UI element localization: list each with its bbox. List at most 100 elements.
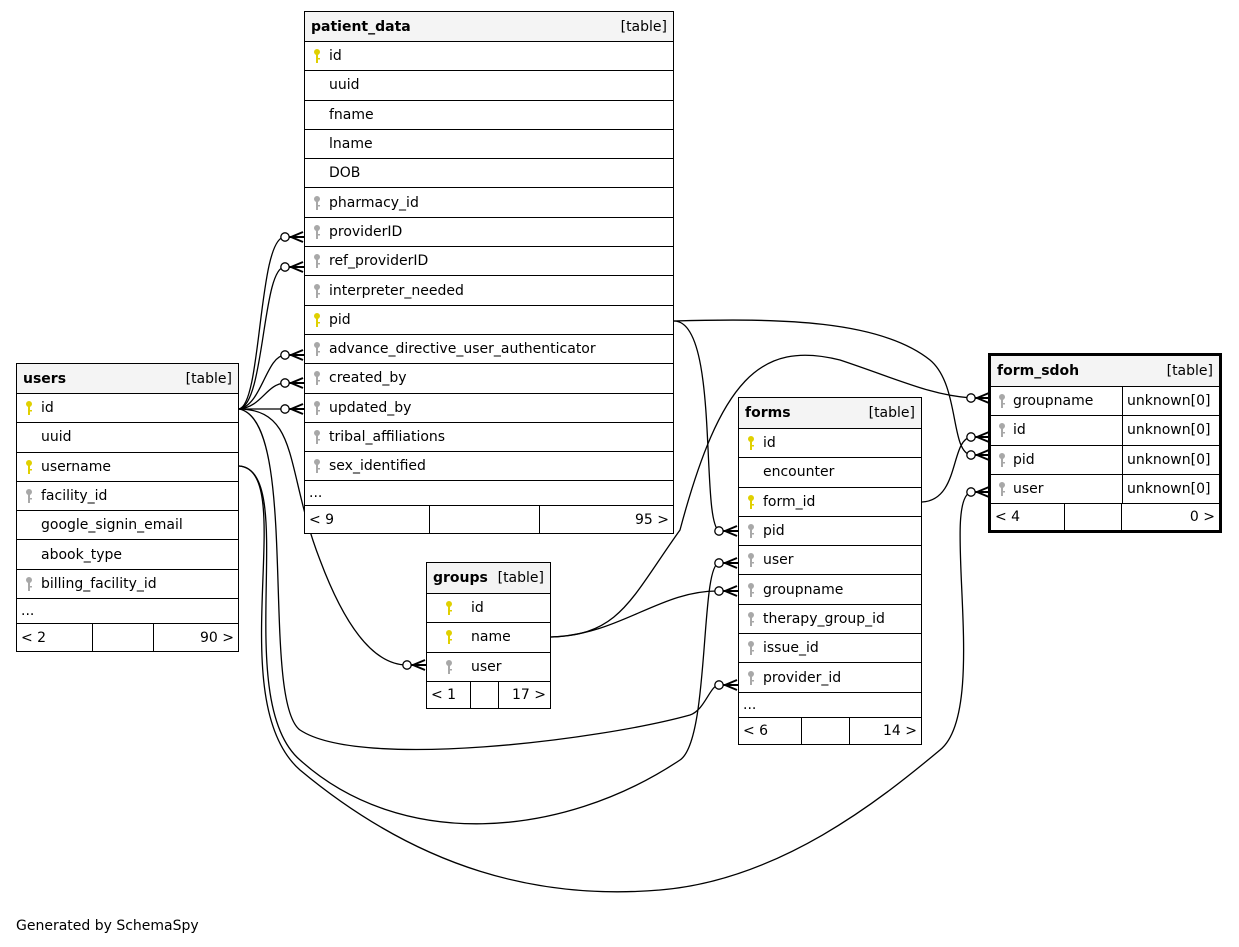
column-row-username[interactable]: username bbox=[17, 453, 238, 482]
parents-count[interactable]: < 2 bbox=[17, 624, 93, 652]
column-row-id[interactable]: id bbox=[739, 429, 921, 459]
primary-key-icon bbox=[739, 494, 763, 510]
column-name: interpreter_needed bbox=[329, 282, 464, 299]
column-row-id[interactable]: id bbox=[17, 394, 238, 424]
crows-foot-marker bbox=[723, 525, 738, 537]
column-row-uuid[interactable]: uuid bbox=[17, 423, 238, 453]
column-name: updated_by bbox=[329, 399, 412, 416]
column-row-DOB[interactable]: DOB bbox=[305, 159, 673, 189]
column-name: username bbox=[41, 458, 111, 475]
column-name: pid bbox=[1013, 451, 1035, 468]
column-row-ref_providerID[interactable]: ref_providerID bbox=[305, 247, 673, 277]
column-name: DOB bbox=[329, 165, 361, 182]
column-row-tribal_affiliations[interactable]: tribal_affiliations bbox=[305, 423, 673, 453]
table-footer: < 2 90 > bbox=[17, 624, 238, 652]
column-name: id bbox=[471, 600, 484, 617]
parents-count[interactable]: < 6 bbox=[739, 717, 802, 744]
table-name: form_sdoh bbox=[997, 363, 1080, 379]
foreign-key-icon bbox=[305, 253, 329, 269]
table-kind: [table] bbox=[185, 370, 232, 387]
column-name: pharmacy_id bbox=[329, 194, 419, 211]
parents-count[interactable]: < 1 bbox=[427, 681, 471, 708]
crows-foot-marker bbox=[289, 261, 304, 273]
column-name: therapy_group_id bbox=[763, 610, 885, 627]
table-kind: [table] bbox=[868, 405, 915, 421]
column-name: ref_providerID bbox=[329, 253, 429, 270]
column-name: advance_directive_user_authenticator bbox=[329, 341, 596, 358]
column-row-pharmacy_id[interactable]: pharmacy_id bbox=[305, 188, 673, 218]
column-row-facility_id[interactable]: facility_id bbox=[17, 482, 238, 512]
column-row-provider_id[interactable]: provider_id bbox=[739, 663, 921, 693]
children-count[interactable]: 0 > bbox=[1189, 509, 1215, 526]
column-row-id[interactable]: id bbox=[305, 42, 673, 72]
column-row-sex_identified[interactable]: sex_identified bbox=[305, 452, 673, 482]
foreign-key-icon bbox=[739, 670, 763, 686]
column-name: tribal_affiliations bbox=[329, 429, 446, 445]
children-count[interactable]: 90 > bbox=[200, 629, 234, 646]
table-name: patient_data bbox=[311, 18, 411, 35]
column-row-therapy_group_id[interactable]: therapy_group_id bbox=[739, 605, 921, 635]
column-row-encounter[interactable]: encounter bbox=[739, 458, 921, 488]
column-name: user bbox=[1013, 481, 1044, 498]
column-row-providerID[interactable]: providerID bbox=[305, 218, 673, 248]
column-row-updated_by[interactable]: updated_by bbox=[305, 394, 673, 423]
foreign-key-icon bbox=[991, 422, 1013, 438]
column-row-google_signin_email[interactable]: google_signin_email bbox=[17, 511, 238, 541]
parents-count[interactable]: < 9 bbox=[305, 506, 430, 534]
column-row-interpreter_needed[interactable]: interpreter_needed bbox=[305, 276, 673, 306]
column-name: facility_id bbox=[41, 488, 108, 505]
table-name: forms bbox=[745, 405, 791, 421]
children-count[interactable]: 14 > bbox=[883, 722, 917, 739]
foreign-key-icon bbox=[305, 458, 329, 474]
table-name: users bbox=[23, 370, 67, 387]
table-name: groups bbox=[433, 570, 488, 586]
optional-circle-marker bbox=[714, 680, 724, 690]
column-row-abook_type[interactable]: abook_type bbox=[17, 540, 238, 570]
column-name: pid bbox=[329, 311, 351, 328]
column-row-groupname[interactable]: groupname bbox=[739, 575, 921, 605]
column-row-user[interactable]: user bbox=[427, 653, 550, 682]
column-name: fname bbox=[329, 106, 374, 123]
foreign-key-icon bbox=[305, 283, 329, 299]
generated-by-caption: Generated by SchemaSpy bbox=[16, 918, 199, 934]
column-row-advance_directive_user_authenticator[interactable]: advance_directive_user_authenticator bbox=[305, 335, 673, 365]
table-footer: < 4 0 > bbox=[991, 504, 1219, 531]
foreign-key-icon bbox=[739, 611, 763, 627]
column-row-fname[interactable]: fname bbox=[305, 101, 673, 130]
table-footer: < 1 17 > bbox=[427, 681, 550, 708]
crows-foot-marker bbox=[289, 349, 304, 361]
column-row-issue_id[interactable]: issue_id bbox=[739, 634, 921, 664]
parents-count[interactable]: < 4 bbox=[991, 504, 1065, 531]
optional-circle-marker bbox=[280, 404, 290, 414]
children-count[interactable]: 17 > bbox=[512, 686, 546, 703]
primary-key-icon bbox=[427, 600, 471, 616]
column-row-user[interactable]: user bbox=[739, 546, 921, 576]
primary-key-icon bbox=[427, 629, 471, 645]
column-row-lname[interactable]: lname bbox=[305, 130, 673, 160]
foreign-key-icon bbox=[305, 370, 329, 386]
edge-groups-name-to-forms-groupname bbox=[550, 590, 720, 638]
column-row-created_by[interactable]: created_by bbox=[305, 364, 673, 394]
column-row-id[interactable]: id bbox=[427, 594, 550, 624]
column-row-uuid[interactable]: uuid bbox=[305, 71, 673, 101]
column-name: uuid bbox=[329, 77, 360, 94]
column-row-name[interactable]: name bbox=[427, 623, 550, 653]
column-row-form_id[interactable]: form_id bbox=[739, 488, 921, 517]
column-row-pid[interactable]: pid bbox=[739, 517, 921, 547]
column-name: encounter bbox=[763, 464, 835, 481]
footer-mid bbox=[93, 624, 154, 652]
children-count[interactable]: 95 > bbox=[635, 511, 669, 528]
column-name: id bbox=[1013, 422, 1026, 439]
column-row-pid[interactable]: pid bbox=[305, 306, 673, 335]
primary-key-icon bbox=[305, 48, 329, 64]
column-row-billing_facility_id[interactable]: billing_facility_id bbox=[17, 570, 238, 600]
